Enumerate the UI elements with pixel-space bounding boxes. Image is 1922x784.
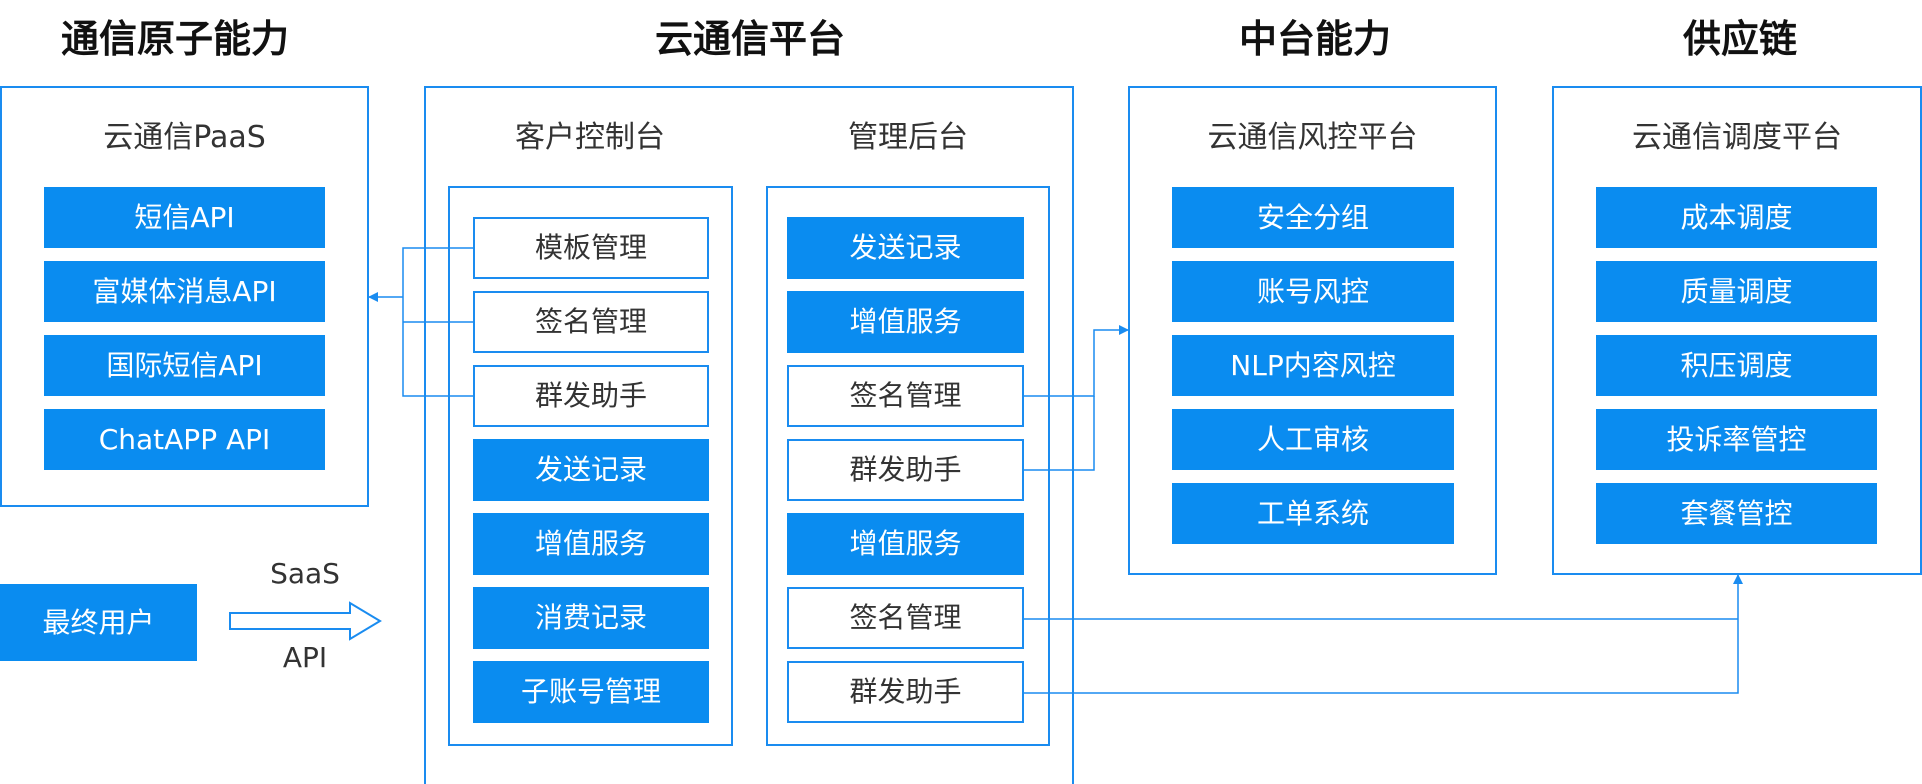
list-item: 富媒体消息API — [44, 261, 325, 322]
dispatch-panel-title: 云通信调度平台 — [1632, 120, 1842, 155]
list-item: 工单系统 — [1172, 483, 1454, 544]
list-item: 增值服务 — [787, 291, 1024, 353]
list-item: 签名管理 — [473, 291, 709, 353]
list-item: 增值服务 — [473, 513, 709, 575]
risk-control-panel-title: 云通信风控平台 — [1207, 120, 1418, 155]
list-item: 增值服务 — [787, 513, 1024, 575]
list-item: 发送记录 — [787, 217, 1024, 279]
admin-backend-title: 管理后台 — [848, 120, 968, 155]
list-item: 模板管理 — [473, 217, 709, 279]
list-item: 账号风控 — [1172, 261, 1454, 322]
column-title-atomic: 通信原子能力 — [60, 17, 289, 61]
api-label: API — [282, 641, 328, 674]
list-item: NLP内容风控 — [1172, 335, 1454, 396]
list-item: 质量调度 — [1596, 261, 1877, 322]
list-item: 群发助手 — [787, 661, 1024, 723]
saas-api-arrow — [229, 601, 382, 641]
connector-admin-to-dispatch — [1024, 574, 1743, 694]
column-title-middle: 中台能力 — [1238, 17, 1391, 61]
customer-console-title: 客户控制台 — [515, 120, 665, 155]
list-item: 成本调度 — [1596, 187, 1877, 248]
paas-panel-title: 云通信PaaS — [103, 120, 266, 155]
list-item: 国际短信API — [44, 335, 325, 396]
list-item: 子账号管理 — [473, 661, 709, 723]
list-item: 安全分组 — [1172, 187, 1454, 248]
list-item: 群发助手 — [473, 365, 709, 427]
list-item: ChatAPP API — [44, 409, 325, 470]
list-item: 发送记录 — [473, 439, 709, 501]
list-item: 积压调度 — [1596, 335, 1877, 396]
list-item: 套餐管控 — [1596, 483, 1877, 544]
list-item: 短信API — [44, 187, 325, 248]
list-item: 群发助手 — [787, 439, 1024, 501]
list-item: 消费记录 — [473, 587, 709, 649]
column-title-supply: 供应链 — [1682, 17, 1797, 61]
list-item: 人工审核 — [1172, 409, 1454, 470]
list-item: 投诉率管控 — [1596, 409, 1877, 470]
column-title-platform: 云通信平台 — [654, 17, 845, 61]
end-user-box: 最终用户 — [0, 584, 197, 661]
saas-label: SaaS — [270, 557, 340, 590]
list-item: 签名管理 — [787, 587, 1024, 649]
list-item: 签名管理 — [787, 365, 1024, 427]
